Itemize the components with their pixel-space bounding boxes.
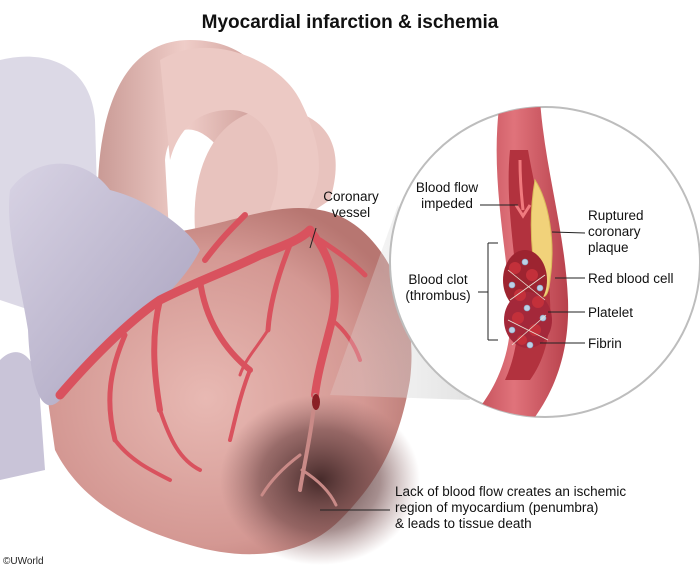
flow-arrowhead xyxy=(514,204,532,219)
label-red-blood-cell: Red blood cell xyxy=(588,271,674,286)
left-atrium xyxy=(9,163,201,406)
label-ischemia-note: Lack of blood flow creates an ischemic r… xyxy=(395,484,627,531)
leader-lines xyxy=(309,204,586,511)
label-fibrin: Fibrin xyxy=(588,336,622,351)
flow-arrow xyxy=(518,159,525,211)
ischemic-region xyxy=(220,395,420,565)
aortic-arch-top xyxy=(160,47,319,220)
page-title: Myocardial infarction & ischemia xyxy=(201,12,499,33)
label-ruptured-plaque: Ruptured coronary plaque xyxy=(588,208,644,255)
coronary-arteries xyxy=(55,212,368,507)
thrombus xyxy=(503,250,552,349)
copyright: ©UWorld xyxy=(3,556,44,567)
label-blood-flow-impeded: Blood flow impeded xyxy=(415,180,479,211)
label-coronary-vessel: Coronary vessel xyxy=(323,189,379,220)
label-platelet: Platelet xyxy=(588,305,634,320)
label-blood-clot: Blood clot (thrombus) xyxy=(405,272,471,303)
left-vessel xyxy=(0,352,45,480)
clot-marker xyxy=(312,394,320,410)
